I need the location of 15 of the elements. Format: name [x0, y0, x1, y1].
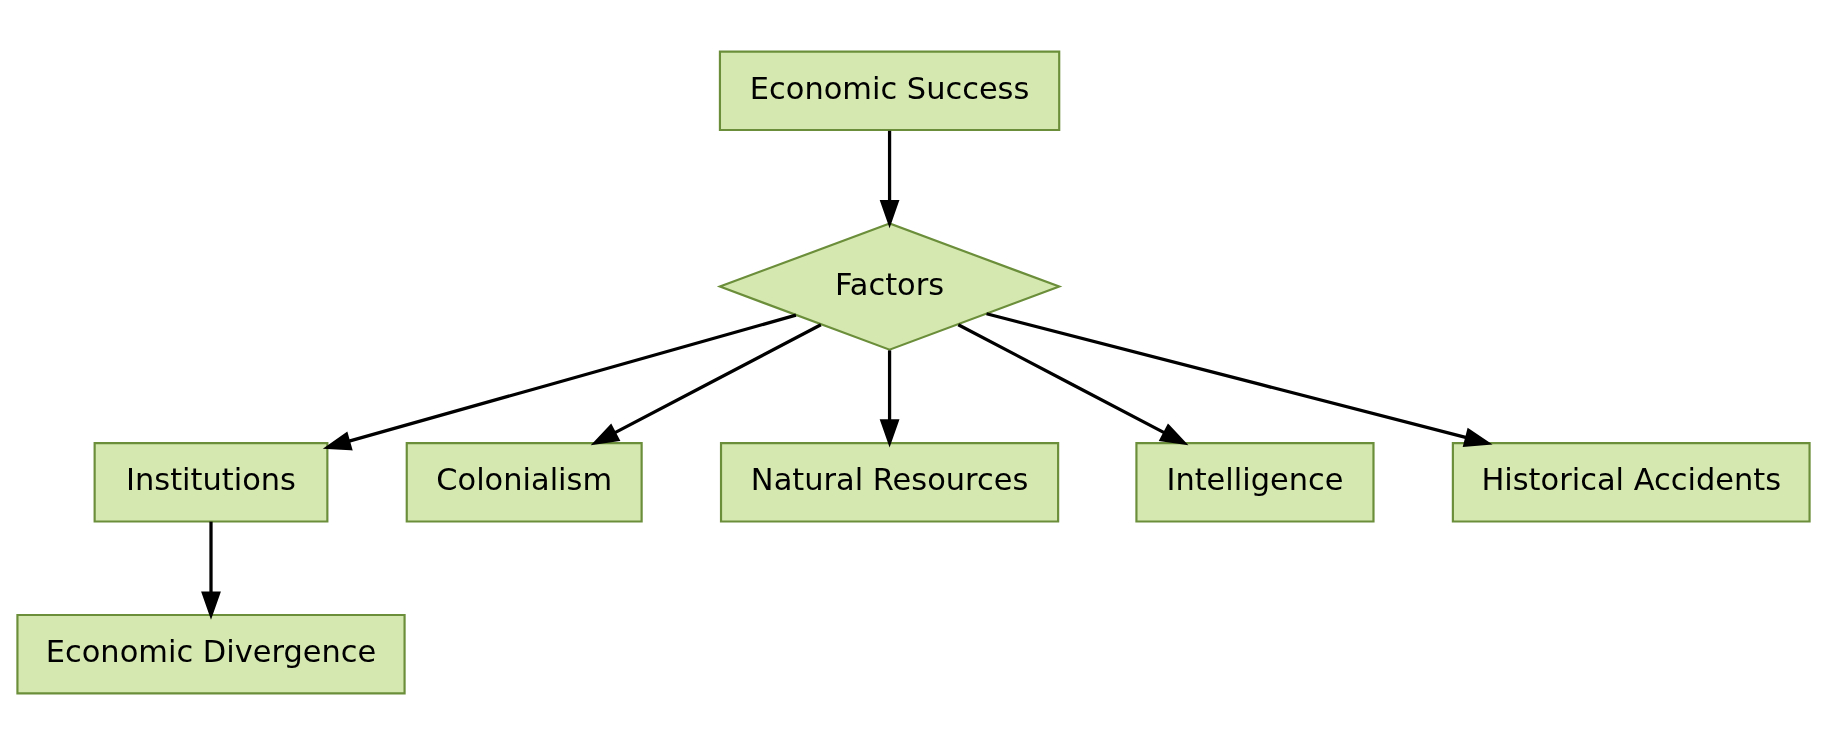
arrow: [201, 521, 221, 620]
node-box: Economic Success: [718, 50, 1061, 131]
arrow: [986, 311, 1493, 447]
node-box: Intelligence: [1135, 441, 1375, 523]
node-box: Natural Resources: [719, 441, 1060, 523]
arrow: [322, 313, 797, 450]
node-box: Economic Divergence: [16, 613, 406, 694]
node-box: Historical Accidents: [1451, 441, 1811, 523]
arrow: [590, 322, 822, 445]
node-diamond: Factors: [716, 221, 1063, 351]
arrow: [957, 322, 1189, 445]
node-box: Colonialism: [405, 441, 643, 523]
node-box: Institutions: [93, 441, 329, 523]
arrow: [879, 130, 900, 228]
arrow: [879, 349, 900, 448]
